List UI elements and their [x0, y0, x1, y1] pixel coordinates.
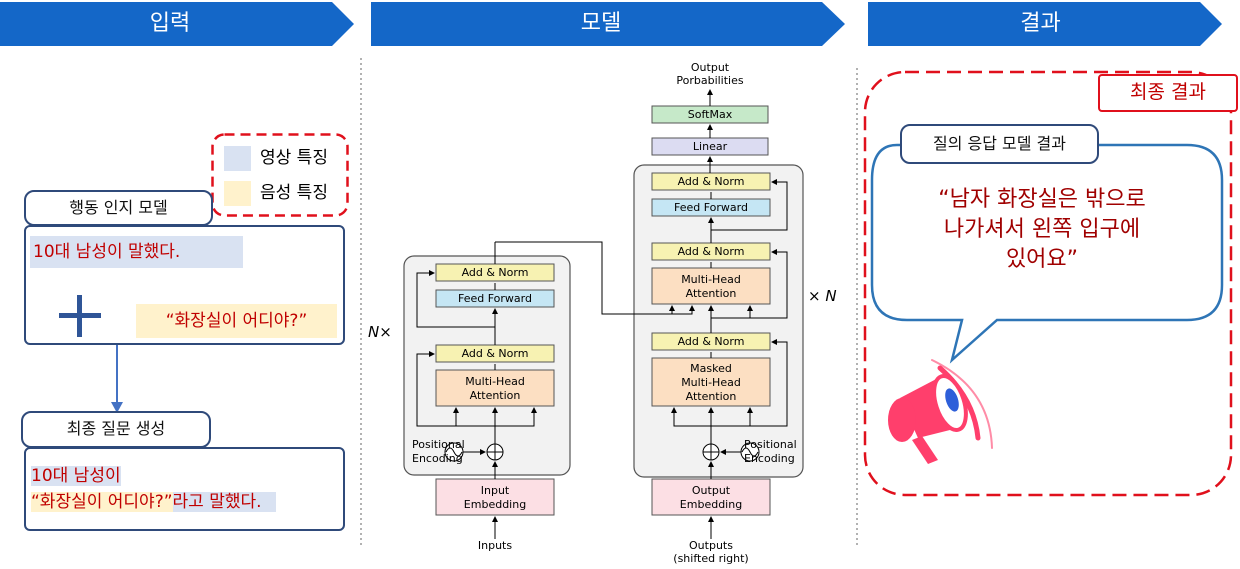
- softmax-label: SoftMax: [688, 108, 733, 121]
- dec-add-norm-mid-label: Add & Norm: [678, 245, 745, 258]
- final-line2-rest: 라고 말했다.: [172, 492, 276, 512]
- legend-frame: [211, 133, 349, 217]
- output-embedding: [651, 478, 771, 516]
- dec-feed-forward-label: Feed Forward: [674, 201, 748, 214]
- final-result-label: 최종 결과: [1098, 74, 1238, 112]
- enc-feed-forward-label: Feed Forward: [458, 292, 532, 305]
- header-arrows: [0, 2, 1222, 46]
- inputs-label: Inputs: [478, 539, 512, 552]
- dec-multi-head-l1: Multi-Head: [681, 273, 741, 286]
- pos-enc-right-l1: Positional: [744, 438, 797, 451]
- enc-multi-head-l2: Attention: [470, 389, 521, 402]
- answer-line-2: 나가셔서 왼쪽 입구에: [943, 217, 1141, 242]
- output-embedding-l2: Embedding: [680, 498, 742, 511]
- pos-enc-right-l2: Encoding: [744, 452, 795, 465]
- outputs-l1: Outputs: [689, 539, 733, 552]
- final-question-line1: 10대 남성이: [31, 464, 121, 488]
- transformer-diagram: Add & Norm Feed Forward Add & Norm Multi…: [368, 61, 837, 565]
- action-model-label: 행동 인지 모델: [24, 190, 213, 226]
- final-question-box: [24, 447, 345, 531]
- legend-video-swatch: [224, 146, 251, 171]
- input-embedding-l1: Input: [481, 484, 510, 497]
- final-question-line2: “화장실이 어디야?”라고 말했다.: [31, 489, 276, 515]
- qa-model-label: 질의 응답 모델 결과: [900, 124, 1099, 164]
- answer-line-3: 있어요”: [1005, 247, 1079, 272]
- dec-masked-l2: Multi-Head: [681, 376, 741, 389]
- dec-multi-head: [651, 267, 771, 305]
- output-prob-l1: Output: [691, 61, 730, 74]
- enc-multi-head-l1: Multi-Head: [465, 375, 525, 388]
- header-result-arrow: [868, 2, 1222, 46]
- speech-text: “화장실이 어디야?”: [136, 304, 337, 338]
- header-input-arrow: [0, 2, 354, 46]
- input-embedding: [435, 478, 555, 516]
- nx-right: × N: [808, 287, 837, 305]
- dec-add-norm-top-label: Add & Norm: [678, 175, 745, 188]
- dec-masked-l3: Attention: [686, 390, 737, 403]
- nx-left: N×: [368, 323, 392, 341]
- encoder-frame: [403, 255, 571, 476]
- linear-label: Linear: [693, 140, 728, 153]
- input-embedding-l2: Embedding: [464, 498, 526, 511]
- enc-add-norm-bottom-label: Add & Norm: [462, 347, 529, 360]
- dec-masked-multi-head: [651, 357, 771, 407]
- header-result: 결과: [1020, 11, 1061, 36]
- answer-line-1: “남자 화장실은 밖으로: [938, 187, 1146, 212]
- dec-add-norm-top: [651, 172, 771, 191]
- legend-video-label: 영상 특징: [260, 148, 328, 168]
- dec-masked-l1: Masked: [690, 362, 732, 375]
- enc-multi-head: [435, 369, 555, 407]
- action-text: 10대 남성이 말했다.: [30, 236, 243, 268]
- output-prob-l2: Porbabilities: [676, 74, 744, 87]
- speech-bubble: [870, 143, 1224, 364]
- enc-add-norm-top-label: Add & Norm: [462, 266, 529, 279]
- outputs-l2: (shifted right): [673, 552, 748, 565]
- legend-audio-swatch: [224, 181, 251, 206]
- final-line2-quote: “화장실이 어디야?”: [31, 492, 173, 512]
- pos-enc-left-l2: Encoding: [412, 452, 463, 465]
- legend-audio-label: 음성 특징: [260, 183, 328, 203]
- plus-icon: [59, 295, 101, 337]
- pos-enc-left-l1: Positional: [412, 438, 465, 451]
- header-model: 모델: [580, 11, 622, 36]
- dec-add-norm-bottom-label: Add & Norm: [678, 335, 745, 348]
- megaphone-icon: [888, 359, 993, 464]
- result-frame: [863, 70, 1233, 497]
- final-line1-text: 10대 남성이: [31, 466, 121, 486]
- output-embedding-l1: Output: [692, 484, 731, 497]
- final-question-label: 최종 질문 생성: [21, 411, 211, 448]
- dec-multi-head-l2: Attention: [686, 287, 737, 300]
- answer-text: “남자 화장실은 밖으로 나가셔서 왼쪽 입구에 있어요”: [882, 185, 1202, 275]
- header-model-arrow: [371, 2, 845, 46]
- header-input: 입력: [149, 11, 191, 36]
